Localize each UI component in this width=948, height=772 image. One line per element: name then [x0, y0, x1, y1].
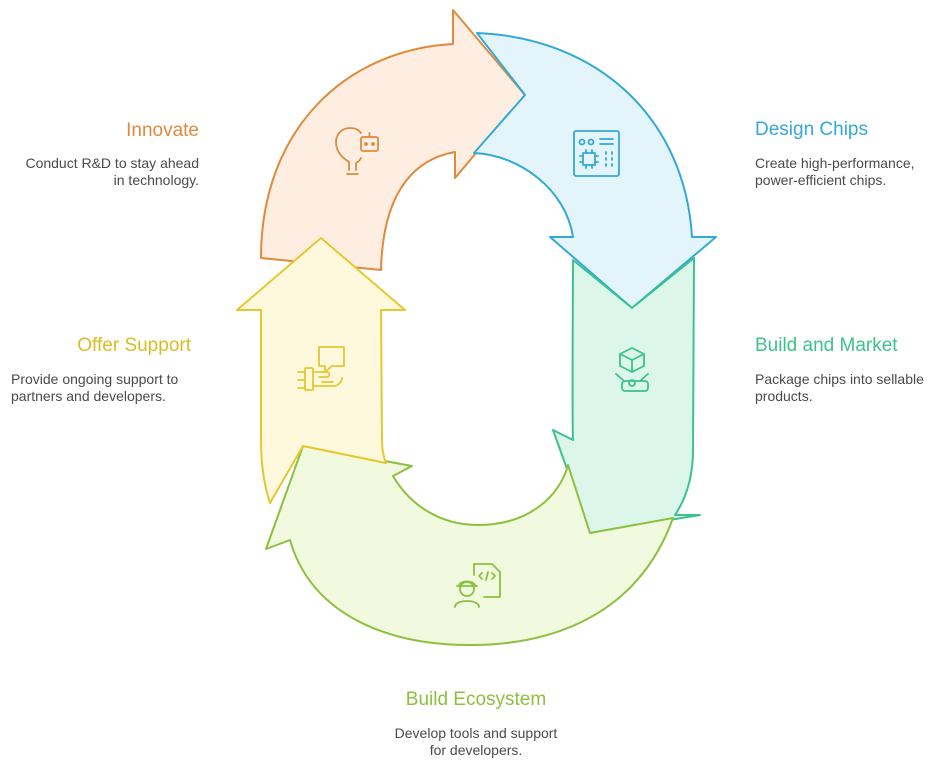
- innovate-description: Conduct R&D to stay ahead in technology.: [25, 155, 199, 188]
- ecosystem-description: Develop tools and support for developers…: [394, 725, 558, 758]
- build-market-description: Package chips into sellable products.: [755, 371, 924, 404]
- design-title: Design Chips: [755, 119, 868, 140]
- design-arrow: [473, 32, 717, 309]
- ecosystem-arrow: [265, 445, 674, 646]
- circuit-board-icon: [573, 130, 620, 177]
- build-market-title: Build and Market: [755, 335, 898, 356]
- support-title: Offer Support: [77, 335, 191, 356]
- ecosystem-title: Build Ecosystem: [405, 689, 547, 710]
- developer-code-icon: [454, 563, 501, 608]
- innovate-title: Innovate: [126, 120, 199, 141]
- design-description: Create high-performance, power-efficient…: [755, 155, 915, 188]
- build-market-arrow: [552, 257, 701, 534]
- innovate-arrow: [260, 9, 526, 271]
- support-description: Provide ongoing support to partners and …: [11, 371, 179, 404]
- package-hand-icon: [615, 347, 649, 392]
- support-arrow: [236, 237, 406, 504]
- lightbulb-robot-icon: [335, 127, 379, 175]
- support-handshake-icon: [297, 346, 345, 391]
